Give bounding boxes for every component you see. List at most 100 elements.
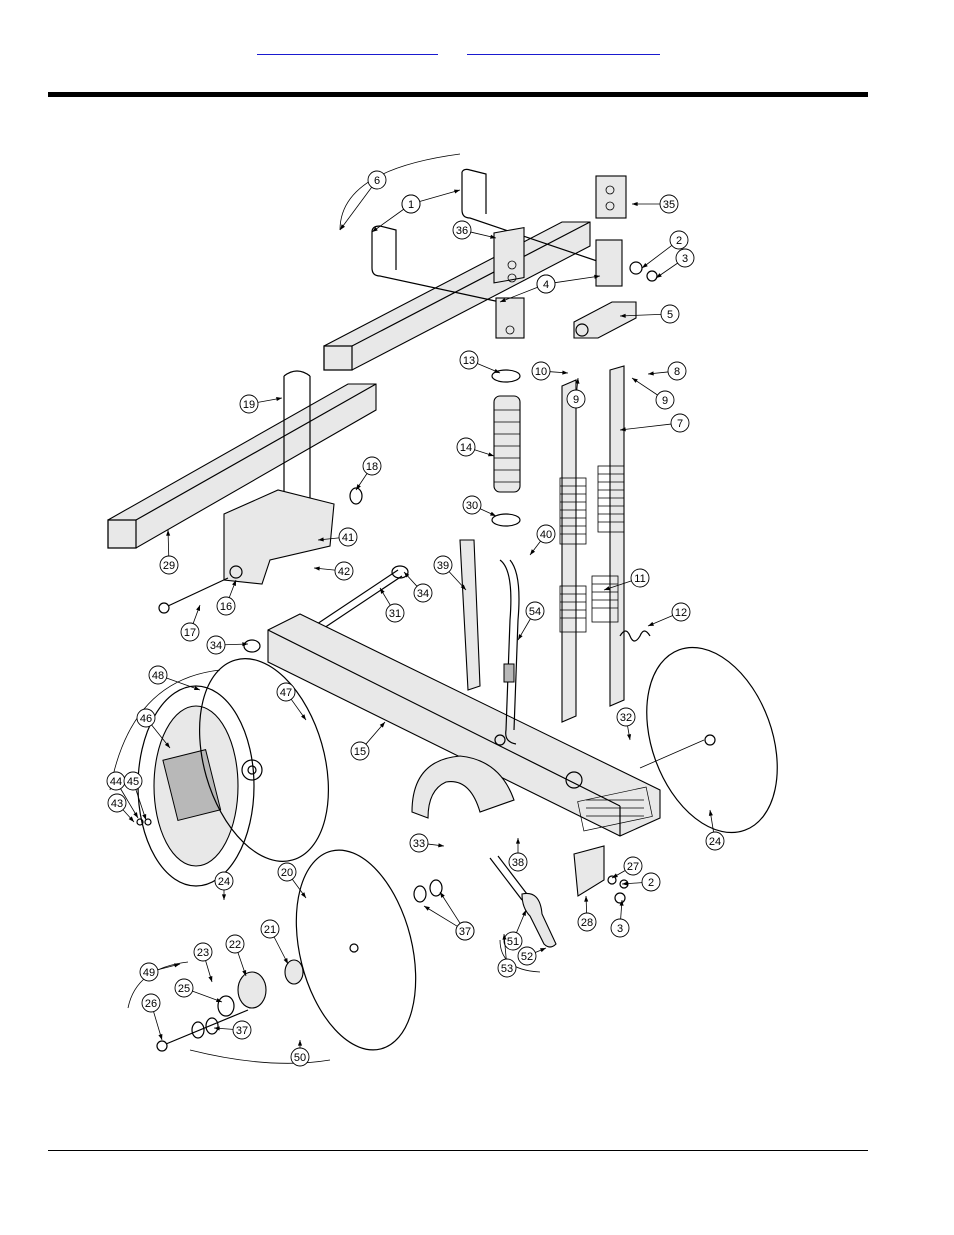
callout-number: 22 <box>229 939 241 951</box>
callout-number: 6 <box>374 175 380 187</box>
callout-arrowhead <box>642 263 648 268</box>
callout-number: 41 <box>342 532 354 544</box>
callout-arrowhead <box>518 634 523 640</box>
callout-arrowhead <box>454 190 460 194</box>
callout-number: 20 <box>281 867 293 879</box>
callout-number: 15 <box>354 746 366 758</box>
callout-arrowhead <box>284 958 288 964</box>
callout-number: 18 <box>366 461 378 473</box>
callout-arrowhead <box>604 586 610 590</box>
callout-leader <box>372 209 404 232</box>
callout-number: 47 <box>280 687 292 699</box>
callout-number: 3 <box>682 253 688 265</box>
callout-number: 25 <box>178 983 190 995</box>
callout-arrowhead <box>632 378 638 383</box>
callout-arrowhead <box>516 838 520 844</box>
callout-arrowhead <box>490 512 496 516</box>
callout-number: 9 <box>573 394 579 406</box>
toolbar-tube-upper <box>324 222 590 370</box>
callout-number: 2 <box>648 877 654 889</box>
callout-number: 9 <box>662 395 668 407</box>
callout-arrowhead <box>584 896 588 902</box>
callout-number: 5 <box>667 309 673 321</box>
callout-number: 23 <box>197 947 209 959</box>
callout-number: 24 <box>709 836 721 848</box>
callout-number: 7 <box>677 418 683 430</box>
callout-number: 13 <box>463 355 475 367</box>
callout-number: 52 <box>521 951 533 963</box>
callout-number: 26 <box>145 998 157 1010</box>
callout-arrowhead <box>208 976 212 982</box>
callout-number: 3 <box>617 923 623 935</box>
callout-number: 48 <box>152 670 164 682</box>
callout-arrowhead <box>158 1034 162 1040</box>
callout-number: 42 <box>338 566 350 578</box>
spring-rods <box>560 366 650 722</box>
callout-arrowhead <box>174 963 180 967</box>
callout-leader <box>424 906 457 926</box>
callout-number: 40 <box>540 529 552 541</box>
callout-arrowhead <box>540 948 546 952</box>
callout-number: 30 <box>466 500 478 512</box>
callout-arrowhead <box>632 202 638 206</box>
callout-arrowhead <box>298 1040 302 1046</box>
callout-number: 17 <box>184 627 196 639</box>
callout-arrowhead <box>424 906 430 911</box>
callout-number: 1 <box>408 199 414 211</box>
callout-arrowhead <box>488 452 494 456</box>
callout-number: 11 <box>634 573 645 585</box>
main-frame <box>268 614 660 836</box>
callout-number: 24 <box>218 876 230 888</box>
callout-number: 50 <box>294 1052 306 1064</box>
callout-number: 45 <box>127 776 139 788</box>
callout-arrowhead <box>648 622 654 626</box>
callout-number: 37 <box>236 1025 248 1037</box>
callout-number: 53 <box>501 963 513 975</box>
callout-number: 2 <box>676 235 682 247</box>
callout-number: 35 <box>663 199 675 211</box>
callout-number: 32 <box>620 712 632 724</box>
callout-number: 19 <box>243 399 255 411</box>
callout-arrowhead <box>709 810 713 816</box>
callout-arrowhead <box>301 714 306 720</box>
callout-number: 10 <box>535 366 547 378</box>
callout-arrowhead <box>530 549 535 555</box>
callout-number: 36 <box>456 225 468 237</box>
callout-number: 38 <box>512 857 524 869</box>
callout-arrowhead <box>222 894 226 900</box>
callout-number: 16 <box>220 601 232 613</box>
callout-arrowhead <box>340 224 345 230</box>
callout-arrowhead <box>142 814 146 820</box>
callout-number: 44 <box>110 776 122 788</box>
callout-number: 31 <box>389 608 401 620</box>
callout-number: 34 <box>417 588 429 600</box>
callout-arrowhead <box>196 605 200 611</box>
callout-number: 51 <box>507 936 519 948</box>
callout-arrowhead <box>301 892 306 898</box>
pivot-bracket <box>574 302 636 338</box>
callout-number: 54 <box>529 606 541 618</box>
callout-number: 49 <box>143 967 155 979</box>
callout-arrowhead <box>438 843 444 847</box>
bracket-28 <box>574 846 628 903</box>
callout-number: 46 <box>140 713 152 725</box>
callout-number: 39 <box>437 560 449 572</box>
callout-arrowhead <box>627 734 631 740</box>
callout-number: 33 <box>413 838 425 850</box>
callout-arrowhead <box>440 892 445 898</box>
callout-number: 37 <box>459 926 471 938</box>
callout-arrowhead <box>314 567 320 571</box>
callout-arrowhead <box>276 397 282 401</box>
callout-number: 8 <box>674 366 680 378</box>
callout-number: 14 <box>460 442 472 454</box>
callout-arrowhead <box>522 910 526 916</box>
bellow-spring <box>492 370 520 526</box>
callout-number: 21 <box>264 924 276 936</box>
callout-number: 28 <box>581 917 593 929</box>
callout-leader <box>620 424 671 430</box>
callout-number: 27 <box>627 861 639 873</box>
callout-arrowhead <box>133 812 138 818</box>
callout-arrowhead <box>648 371 654 375</box>
callout-number: 34 <box>210 640 222 652</box>
